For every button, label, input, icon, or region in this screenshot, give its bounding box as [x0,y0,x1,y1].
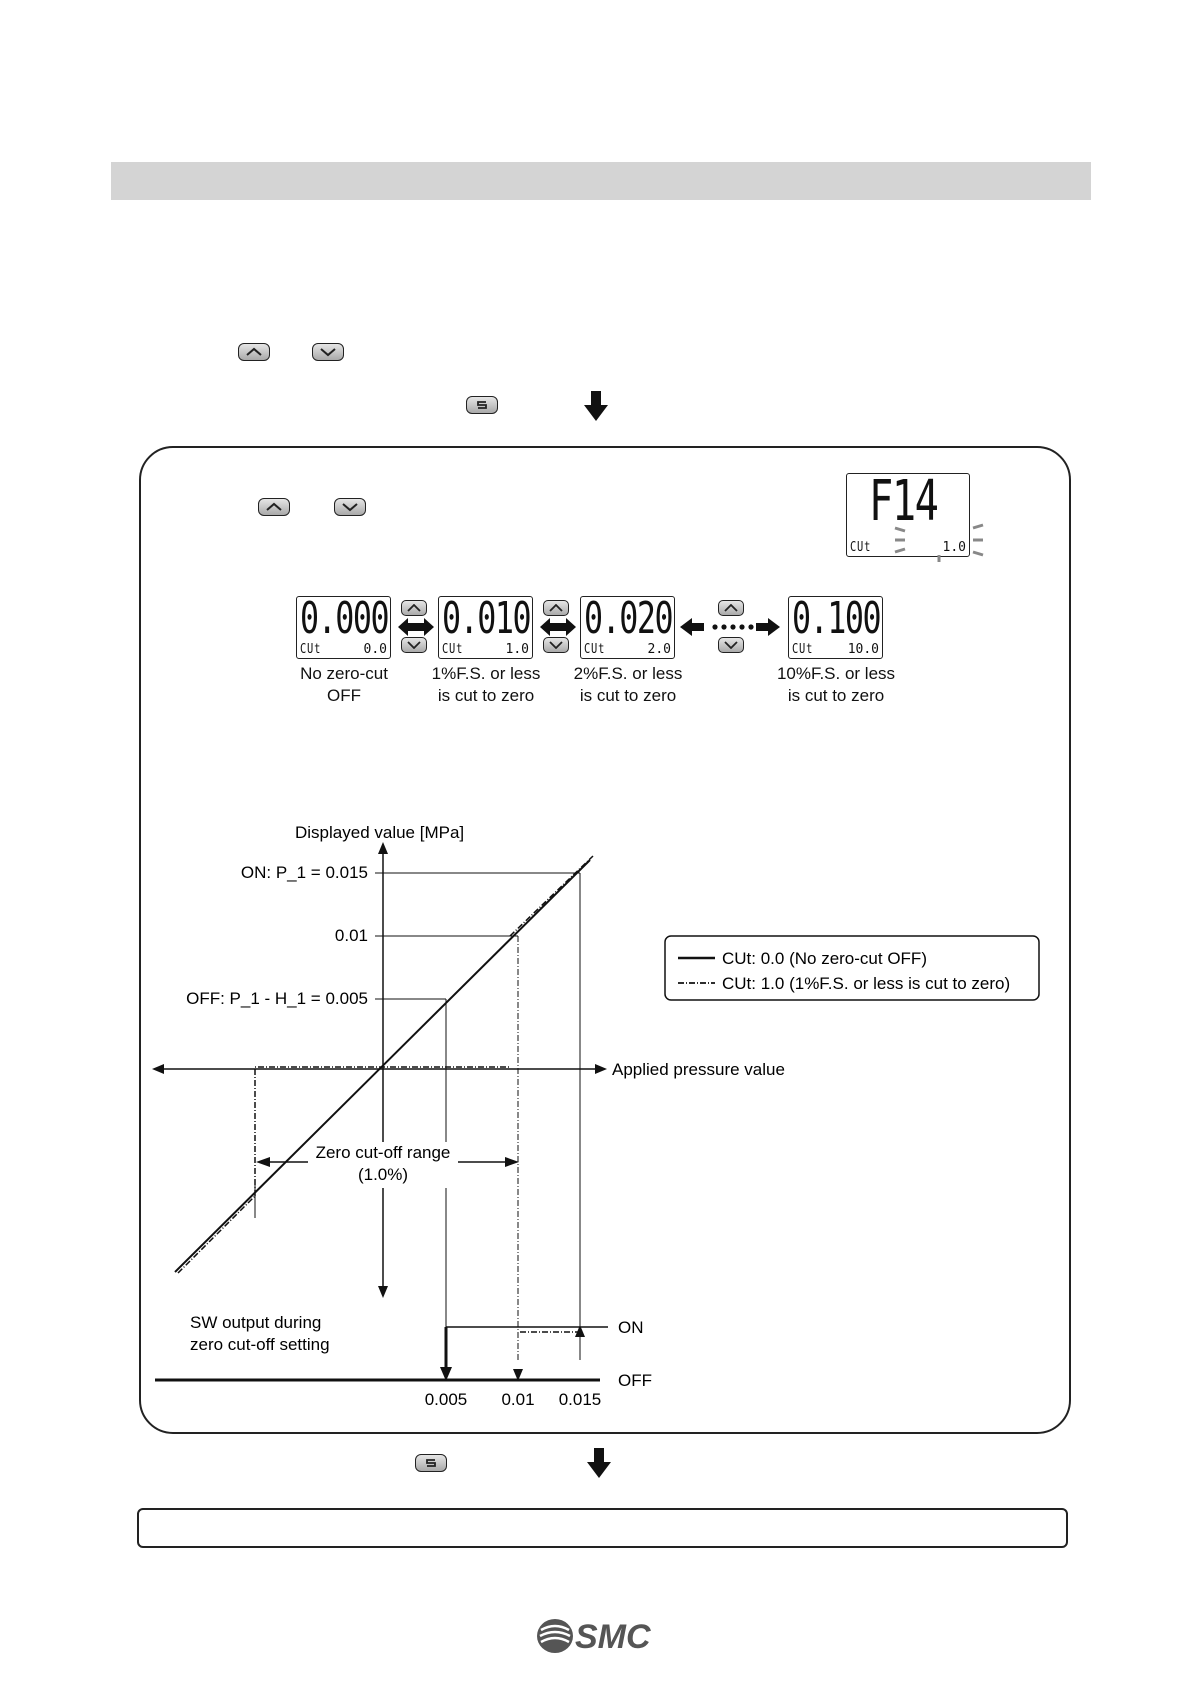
down-button-icon [312,343,344,361]
setting-caption-3: 10%F.S. or less is cut to zero [776,664,896,705]
setting-caption-1: 1%F.S. or less is cut to zero [431,664,541,705]
zero-cut-graph: Displayed value [MPa] Applied pressure v… [152,823,1040,1409]
next-step-arrow-icon [587,1448,611,1478]
setting-display-2: 0.020 CUt 2.0 [580,596,675,659]
double-arrow-icon [540,618,576,636]
x-tick-001: 0.01 [501,1390,534,1409]
off-label: OFF [618,1371,652,1390]
sw-output-sublabel: zero cut-off setting [190,1335,330,1354]
setting-caption-0: No zero-cut OFF [300,664,388,705]
set-button-icon [466,396,498,414]
set-button-icon [415,1454,447,1472]
sw-output-label: SW output during [190,1313,321,1332]
y-label-on: ON: P_1 = 0.015 [241,863,368,882]
y-label-001: 0.01 [335,926,368,945]
up-button-icon [238,343,270,361]
setting-display-0: 0.000 CUt 0.0 [296,596,391,659]
section-header-bar [111,162,1091,200]
function-sub-label: CUt [850,540,872,555]
function-display: F14 CUt 1.0 [846,473,970,557]
up-button-icon [718,600,744,616]
on-label: ON [618,1318,644,1337]
down-button-icon [401,637,427,653]
dotted-double-arrow-icon [680,618,780,636]
up-button-icon [258,498,290,516]
y-label-off: OFF: P_1 - H_1 = 0.005 [186,989,368,1008]
setting-display-3: 0.100 CUt 10.0 [788,596,883,659]
x-tick-0005: 0.005 [425,1390,468,1409]
x-axis-label: Applied pressure value [612,1060,785,1079]
setting-display-1: 0.010 CUt 1.0 [438,596,533,659]
next-step-arrow-icon [584,391,608,421]
procedure-box [139,446,1071,1434]
smc-logo: SMC [537,1618,651,1656]
function-code: F14 [869,469,939,534]
down-button-icon [334,498,366,516]
setting-caption-2: 2%F.S. or less is cut to zero [573,664,683,705]
down-button-icon [543,637,569,653]
next-step-box [137,1508,1068,1548]
function-sub-value: 1.0 [942,540,966,555]
double-arrow-icon [398,618,434,636]
range-label: Zero cut-off range [316,1143,451,1162]
y-axis-label: Displayed value [MPa] [295,823,464,842]
logo-text: SMC [575,1618,651,1656]
up-button-icon [543,600,569,616]
up-button-icon [401,600,427,616]
down-button-icon [718,637,744,653]
range-sublabel: (1.0%) [358,1165,408,1184]
blink-indicator-icon [894,523,984,562]
x-tick-0015: 0.015 [559,1390,602,1409]
legend-dashdot: CUt: 1.0 (1%F.S. or less is cut to zero) [722,974,1010,993]
legend-solid: CUt: 0.0 (No zero-cut OFF) [722,949,927,968]
